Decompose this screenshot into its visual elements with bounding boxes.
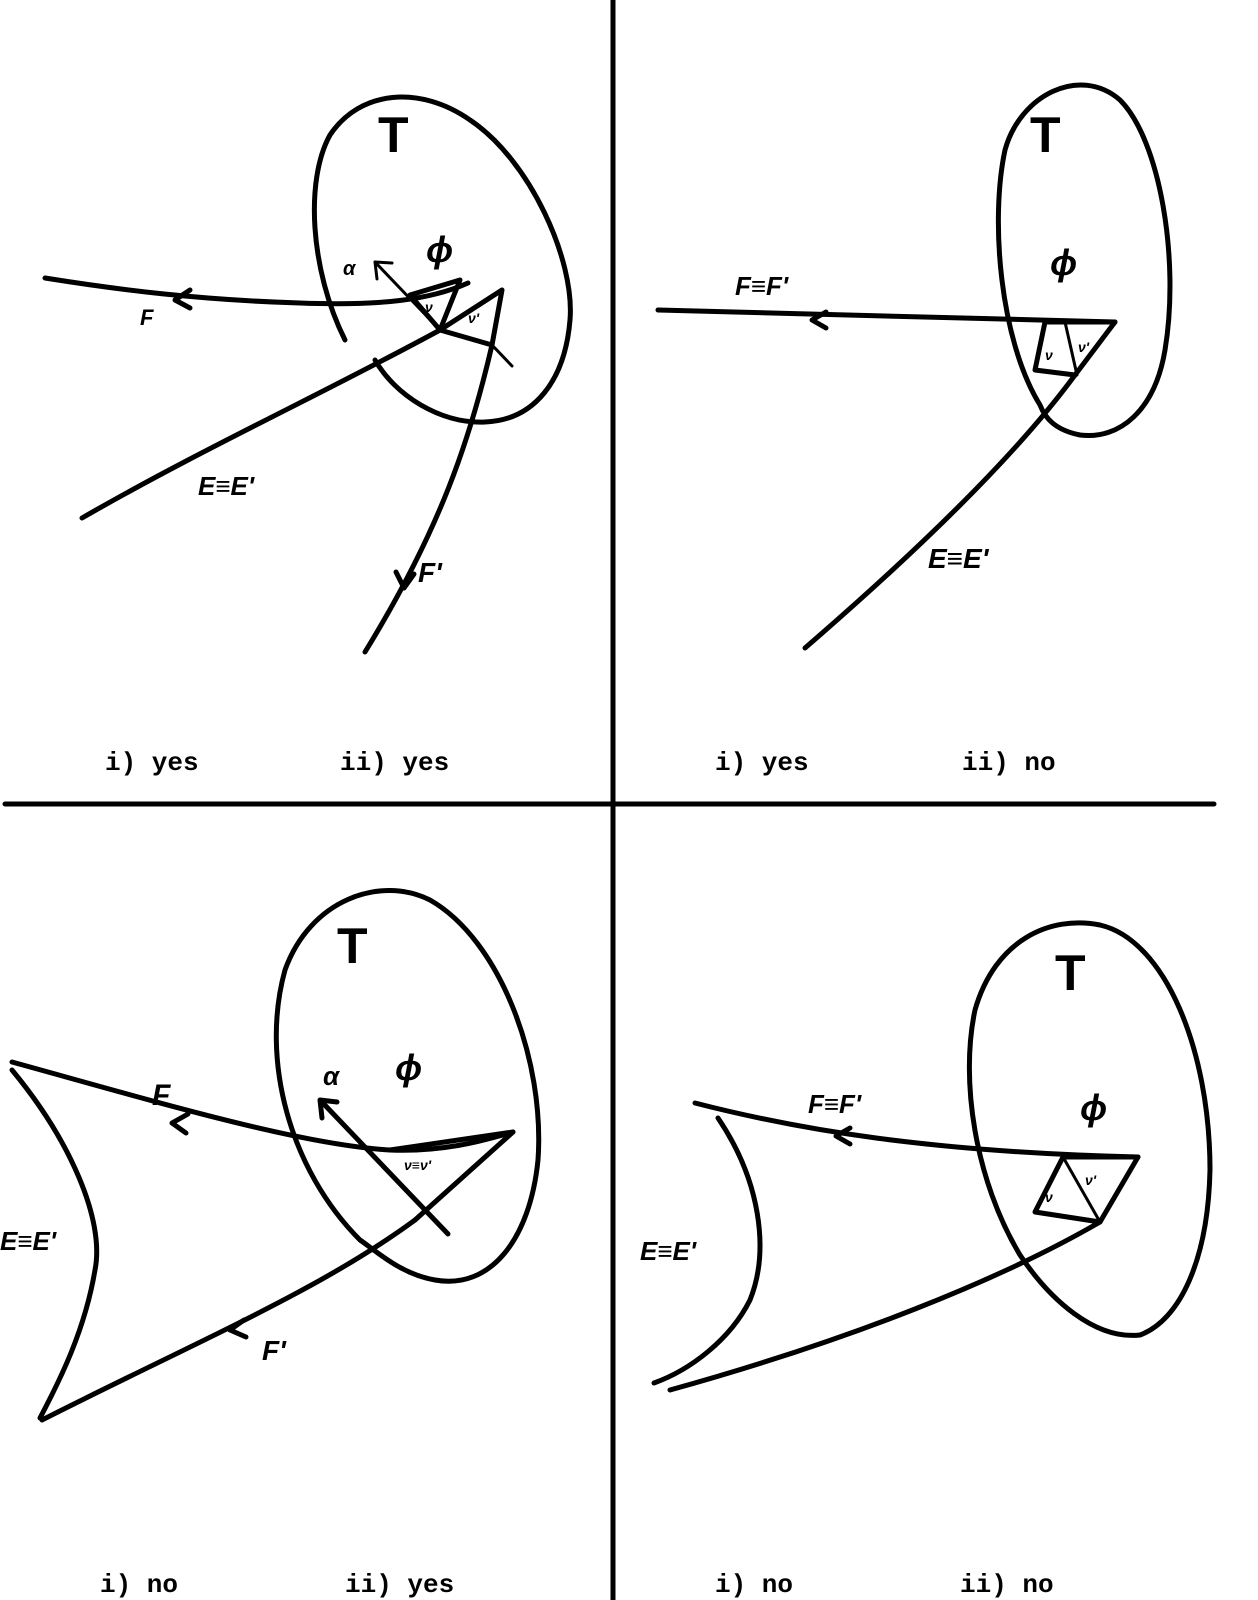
arrow-f-prime <box>227 1317 249 1340</box>
caption-i: i) no <box>715 1570 793 1600</box>
nu-label: ν≡ν' <box>404 1157 432 1173</box>
phi-label: ϕ <box>1050 242 1077 283</box>
caption-i: i) yes <box>105 748 199 778</box>
triangle-nu <box>407 277 463 333</box>
panel-bottom-left: T ϕ α F ν≡ν' F' E≡E' i) no ii) yes <box>0 888 542 1600</box>
caption-i: i) yes <box>715 748 809 778</box>
caption-ii: ii) yes <box>345 1570 454 1600</box>
nu-label: ν <box>1045 347 1053 363</box>
phi-label: ϕ <box>1080 1087 1107 1128</box>
region-t-boundary <box>995 82 1173 439</box>
f-label: F <box>140 305 154 330</box>
nu-prime-label: ν' <box>1078 339 1090 355</box>
f-label: F <box>152 1079 171 1112</box>
caption-i: i) no <box>100 1570 178 1600</box>
panel-top-right: T ϕ F≡F' ν ν' E≡E' i) yes ii) no <box>655 82 1173 778</box>
triangle-nu-prime <box>437 287 505 348</box>
region-t-boundary <box>311 94 573 425</box>
panel-bottom-right: T ϕ F≡F' ν ν' E≡E' i) no ii) no <box>640 920 1213 1600</box>
triangle-split <box>1061 1155 1102 1224</box>
curve-e <box>802 372 1078 651</box>
e-label: E≡E' <box>928 543 990 574</box>
e-label: E≡E' <box>640 1236 697 1266</box>
e-label: E≡E' <box>0 1226 57 1256</box>
alpha-label: α <box>343 258 357 280</box>
curve-f <box>692 1100 1141 1160</box>
tick <box>490 343 514 368</box>
curve-bottom <box>667 1219 1103 1393</box>
arrow-f <box>169 1111 191 1136</box>
region-t-label: T <box>378 107 409 163</box>
region-t-boundary <box>966 920 1213 1338</box>
nu-label: ν <box>1045 1189 1053 1205</box>
curve-f-prime <box>39 1217 418 1423</box>
region-t-label: T <box>1030 107 1061 163</box>
arrow-f <box>833 1125 853 1147</box>
region-t-boundary <box>273 888 542 1284</box>
arrow-f <box>172 287 193 311</box>
arrow-f-prime <box>393 569 417 591</box>
phi-label: ϕ <box>426 229 453 270</box>
curve-e <box>79 327 443 521</box>
f-prime-label: F' <box>262 1335 287 1366</box>
triangle-split <box>1063 320 1079 377</box>
triangle-nu <box>387 1129 516 1223</box>
alpha-label: α <box>323 1061 341 1091</box>
f-prime-label: F' <box>418 557 443 588</box>
e-label: E≡E' <box>198 471 255 501</box>
arrow-f <box>809 309 829 331</box>
region-t-label: T <box>337 918 368 974</box>
panel-top-left: T ϕ α F ν ν' E≡E' F' i) yes ii) yes <box>42 94 573 778</box>
f-label: F≡F' <box>808 1089 862 1119</box>
nu-prime-label: ν' <box>1085 1172 1097 1188</box>
curve-e <box>651 1115 763 1386</box>
phi-label: ϕ <box>395 1047 422 1088</box>
caption-ii: ii) no <box>962 748 1056 778</box>
f-label: F≡F' <box>735 271 789 301</box>
curve-e <box>9 1067 100 1421</box>
caption-ii: ii) no <box>960 1570 1054 1600</box>
caption-ii: ii) yes <box>340 748 449 778</box>
curve-f <box>9 1059 516 1153</box>
curve-f <box>42 275 471 307</box>
region-t-label: T <box>1055 945 1086 1001</box>
curve-f-prime <box>362 342 495 655</box>
nu-prime-label: ν' <box>468 310 480 326</box>
nu-label: ν <box>425 299 433 315</box>
